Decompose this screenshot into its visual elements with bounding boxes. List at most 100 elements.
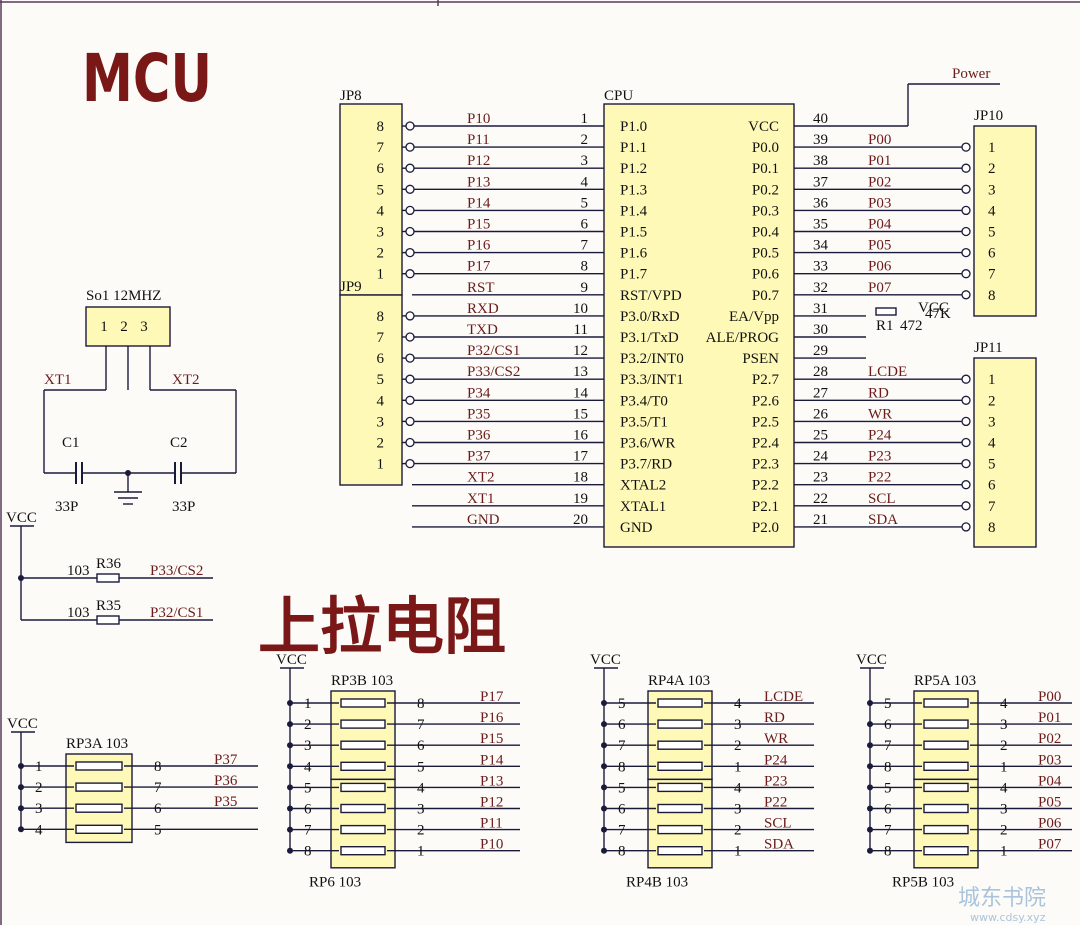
cpu-pin-number: 33: [813, 259, 828, 275]
cpu-pin-number: 2: [581, 132, 589, 148]
rp5-pack-left-pin-number: 5: [884, 780, 892, 796]
jp8-header-pin-terminal: [405, 184, 415, 194]
cpu-pin-number: 26: [813, 406, 829, 422]
rp5-pack-resistor-element: [923, 846, 969, 856]
jp11-header-pin-terminal: [961, 501, 971, 511]
rp6-pack-net-label: P11: [480, 816, 503, 832]
cpu-pin-name: P2.5: [752, 414, 779, 430]
jp11-header-pin-number: 5: [988, 457, 996, 473]
cpu-pin-name: XTAL2: [620, 478, 666, 494]
rp5-pack-resistor-element: [923, 719, 969, 729]
rp6-pack-right-pin-number: 3: [417, 802, 425, 818]
resistor-ref: R36: [96, 556, 122, 572]
jp9-header-label: JP9: [340, 279, 362, 295]
cpu-pin-number: 14: [573, 385, 589, 401]
rp5-pack-right-pin-number: 3: [1000, 802, 1008, 818]
cpu-pin-number: 4: [581, 174, 589, 190]
rp5-pack-net-label: P03: [1038, 752, 1061, 768]
jp8-header-pin-terminal: [405, 269, 415, 279]
jp10-header-pin-number: 7: [988, 267, 996, 283]
jp11-header-pin-terminal: [961, 416, 971, 427]
rp4-pack-resistor-element: [657, 698, 703, 708]
net-label-xt2: XT2: [172, 372, 200, 388]
rp4-pack-resistor-element: [657, 719, 703, 729]
jp10-header-pin-number: 2: [988, 161, 996, 177]
rp4-pack-net-label: LCDE: [764, 689, 803, 705]
title-mcu: MCU: [82, 40, 212, 117]
resistor-net-label: P33/CS2: [150, 563, 203, 579]
rp4-pack-resistor-element: [657, 761, 703, 771]
cpu-pin-name: P0.0: [752, 140, 779, 156]
jp10-header-pin-terminal: [961, 226, 971, 237]
cpu-pin-number: 19: [573, 491, 588, 507]
cpu-pin-number: 13: [573, 364, 588, 380]
jp10-header-pin-terminal: [961, 269, 971, 279]
rp6-pack-resistor-element: [340, 719, 386, 729]
rp4-pack-right-pin-number: 1: [734, 759, 742, 775]
rp3a-pack-left-pin-number: 3: [35, 801, 43, 817]
cpu-pin-name: P2.4: [752, 436, 780, 452]
cpu-pin-number: 40: [813, 111, 828, 127]
jp8-header-label: JP8: [340, 88, 362, 104]
cpu-pin-number: 30: [813, 322, 828, 338]
c1-value: 33P: [55, 499, 78, 515]
rp6-pack-net-label: P10: [480, 837, 503, 853]
rp6-pack-resistor-element: [340, 782, 386, 793]
jp8-header-pin-number: 2: [377, 246, 385, 262]
cpu-net-label: GND: [467, 512, 500, 528]
jp9-header-pin-terminal: [405, 311, 415, 321]
resistor-ref: R35: [96, 598, 121, 614]
jp9-header-pin-terminal: [405, 332, 415, 342]
rp5-pack-resistor-element: [923, 782, 969, 793]
cpu-net-label: P01: [868, 153, 891, 169]
watermark-cn: 城东书院: [958, 886, 1046, 911]
cpu-pin-name: XTAL1: [620, 499, 666, 515]
jp11-header-pin-terminal: [961, 480, 971, 490]
jp11-header-pin-terminal: [961, 374, 971, 384]
rp6-pack-left-pin-number: 8: [304, 844, 312, 860]
jp8-header-pin-number: 3: [377, 225, 385, 241]
r1-ref: R1: [876, 318, 894, 334]
rp6-pack-left-pin-number: 2: [304, 717, 312, 733]
c2-label: C2: [170, 435, 188, 451]
cpu-pin-name: P0.6: [752, 267, 780, 283]
rp6-pack-resistor-element: [340, 761, 386, 771]
cpu-net-label: WR: [868, 406, 892, 422]
rp4-pack-net-label: P22: [764, 795, 787, 811]
r1-resistor: [875, 307, 897, 316]
jp9-header-pin-number: 6: [377, 351, 385, 367]
rp4-pack-right-pin-number: 2: [734, 823, 742, 839]
cpu-pin-number: 32: [813, 280, 828, 296]
rp3a-pack-net-label: P36: [214, 773, 238, 789]
rp5-pack-left-pin-number: 5: [884, 696, 892, 712]
rp5-pack-left-pin-number: 8: [884, 844, 892, 860]
jp8-header-pin-number: 7: [377, 140, 385, 156]
cpu-net-label: P37: [467, 449, 491, 465]
rp6-pack-left-pin-number: 6: [304, 802, 312, 818]
cpu-net-label: TXD: [467, 322, 498, 338]
cpu-net-label: P00: [868, 132, 891, 148]
resistor-value: 103: [67, 605, 90, 621]
c2-value: 33P: [172, 499, 195, 515]
rp6-pack-right-pin-number: 4: [417, 780, 425, 796]
cpu-net-label: P24: [868, 428, 892, 444]
cpu-pin-number: 6: [581, 217, 589, 233]
jp10-header-pin-terminal: [961, 247, 971, 258]
rp6-pack-left-pin-number: 7: [304, 823, 312, 839]
jp8-header-pin-terminal: [405, 205, 415, 216]
rp4-pack-resistor-element: [657, 740, 703, 750]
cpu-net-label: P34: [467, 385, 491, 401]
cpu-pin-number: 9: [581, 280, 589, 296]
cpu-net-label: P11: [467, 132, 490, 148]
rp4-pack-net-label: WR: [764, 731, 788, 747]
cpu-pin-number: 15: [573, 406, 588, 422]
rp4-pack-net-label: P23: [764, 773, 787, 789]
cpu-net-label: LCDE: [868, 364, 907, 380]
rp3a-pack-right-pin-number: 6: [154, 801, 162, 817]
cpu-pin-name: GND: [620, 520, 653, 536]
cpu-pin-number: 27: [813, 385, 829, 401]
cpu-pin-name: P0.7: [752, 288, 780, 304]
rp4-pack-resistor-element: [657, 846, 703, 856]
rp6-pack-resistor-element: [340, 740, 386, 750]
cpu-net-label: P04: [868, 217, 892, 233]
